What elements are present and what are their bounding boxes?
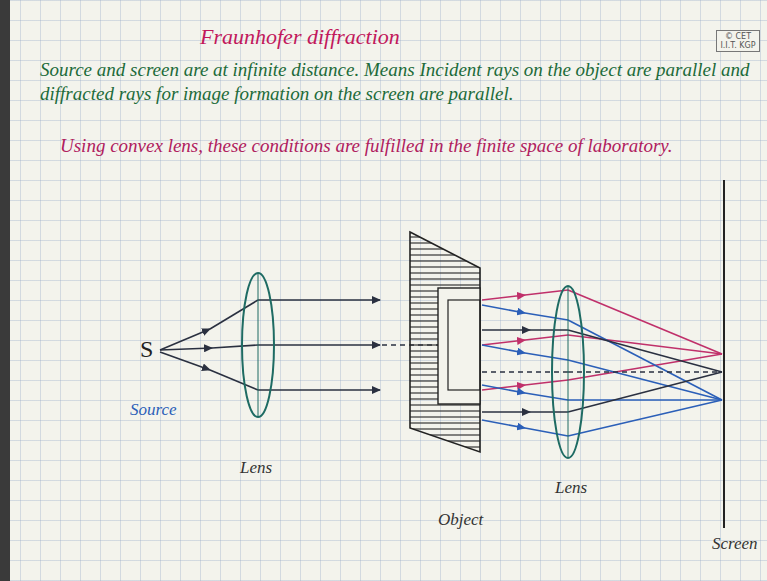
- lens-axis: [258, 273, 259, 417]
- part-label: Lens: [240, 458, 272, 478]
- frame-edge: [0, 0, 10, 581]
- slit: [438, 288, 480, 404]
- source-symbol: S: [140, 336, 153, 363]
- lens-axis: [568, 286, 569, 458]
- slit-inner: [448, 300, 480, 390]
- incident-rays: [160, 300, 440, 390]
- part-label: Lens: [555, 478, 587, 498]
- part-label: Screen: [712, 534, 758, 554]
- note-text: Using convex lens, these conditions are …: [60, 134, 740, 158]
- slide-title: Fraunhofer diffraction: [200, 24, 400, 50]
- part-label: Source: [130, 400, 177, 420]
- badge-text: © CET I.I.T. KGP: [719, 32, 757, 50]
- convex-lens: [242, 273, 274, 417]
- aperture-object: [410, 232, 480, 452]
- copyright-badge: © CET I.I.T. KGP: [716, 30, 760, 52]
- screen-line: [723, 180, 725, 528]
- convex-lens: [552, 286, 584, 458]
- part-label: Object: [438, 510, 483, 530]
- diffracted-rays: [482, 290, 722, 436]
- note-text: Source and screen are at infinite distan…: [40, 58, 752, 106]
